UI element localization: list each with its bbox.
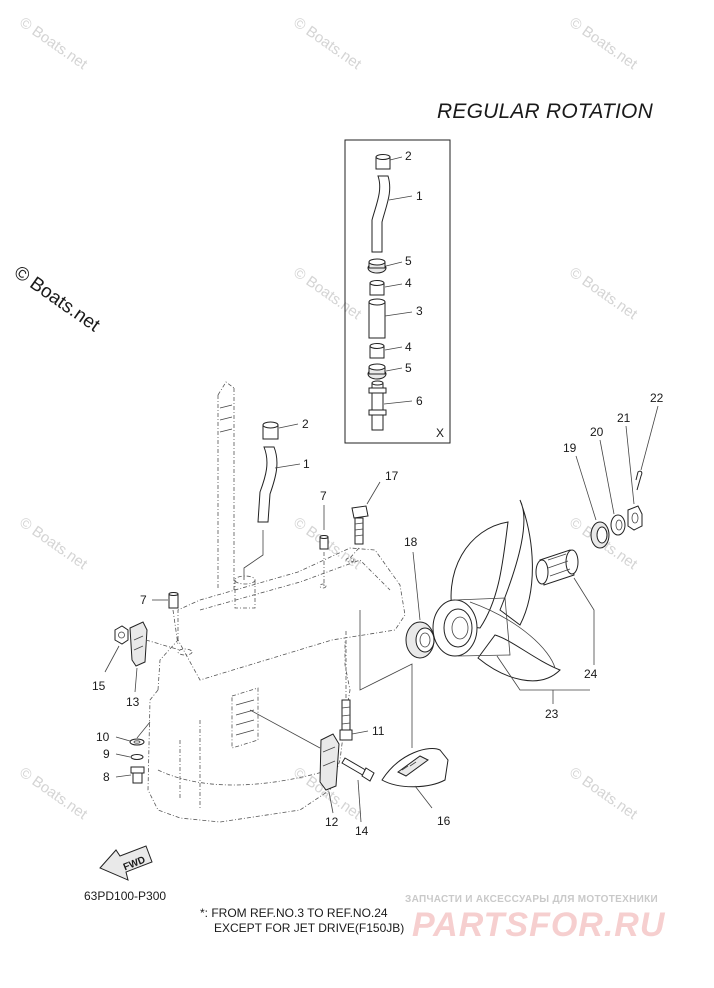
washer-19 [590, 521, 610, 549]
anode-13 [129, 621, 148, 667]
grommet-upper [367, 258, 387, 274]
trim-tab-16 [381, 748, 449, 788]
callout-10: 10 [96, 730, 110, 744]
callout-15: 15 [92, 679, 106, 693]
callout-box-2: 2 [405, 149, 412, 163]
callout-16: 16 [437, 814, 451, 828]
bolt-8 [130, 766, 145, 784]
detail-box-x: X [344, 139, 451, 444]
detail-box-label: X [436, 426, 444, 440]
callout-23: 23 [545, 707, 559, 721]
dowel-pin-upper [319, 535, 329, 550]
diagram-title: REGULAR ROTATION [437, 100, 653, 123]
callout-22: 22 [650, 391, 664, 405]
callout-17: 17 [385, 469, 399, 483]
forward-arrow: FWD [99, 845, 153, 881]
callout-box-5: 5 [405, 254, 412, 268]
callout-1: 1 [303, 457, 310, 471]
callout-11: 11 [372, 724, 385, 738]
callout-box-1: 1 [416, 189, 423, 203]
footnote-line-1: *: FROM REF.NO.3 TO REF.NO.24 [200, 906, 388, 920]
seal-upper [369, 280, 385, 296]
callout-14: 14 [355, 824, 369, 838]
callout-box-5b: 5 [405, 361, 412, 375]
callout-box-3: 3 [416, 304, 423, 318]
callout-18: 18 [404, 535, 418, 549]
nut-15 [114, 625, 129, 645]
callout-7-upper: 7 [320, 489, 327, 503]
cotter-pin-22 [635, 470, 643, 491]
shop-logo[interactable]: PARTSFOR.RU [412, 906, 666, 944]
bolt-11 [339, 699, 353, 741]
callout-21: 21 [617, 411, 631, 425]
footnote-line-2: EXCEPT FOR JET DRIVE(F150JB) [214, 921, 405, 935]
callout-19: 19 [563, 441, 577, 455]
diagram-code: 63PD100-P300 [84, 889, 167, 903]
callout-box-4b: 4 [405, 340, 412, 354]
bolt-17 [351, 505, 369, 545]
grommet-lower [367, 363, 387, 380]
callout-24: 24 [584, 667, 598, 681]
water-tube-cap [375, 154, 391, 170]
callout-box-4: 4 [405, 276, 412, 290]
dowel-pin-lower [168, 592, 179, 609]
water-tube-main [257, 446, 278, 523]
callout-2: 2 [302, 417, 309, 431]
callout-8: 8 [103, 770, 110, 784]
callout-9: 9 [103, 747, 110, 761]
seal-lower [369, 343, 385, 359]
callout-20: 20 [590, 425, 604, 439]
thrust-washer-18 [405, 621, 435, 659]
shop-tagline: ЗАПЧАСТИ И АКСЕССУАРЫ ДЛЯ МОТОТЕХНИКИ [405, 894, 658, 905]
callout-13: 13 [126, 695, 140, 709]
water-pipe [368, 380, 387, 431]
bolt-14 [341, 757, 375, 782]
spacer-24 [535, 549, 579, 586]
callout-7-lower: 7 [140, 593, 147, 607]
water-tube-cap-main [262, 421, 279, 440]
washer-9 [130, 754, 144, 760]
washer-20 [610, 514, 626, 536]
propeller-23 [432, 499, 561, 682]
nut-21 [627, 505, 643, 531]
washer-10 [129, 738, 145, 746]
sleeve [368, 298, 386, 339]
lower-casing-outline [147, 381, 406, 823]
anode-12 [319, 733, 340, 791]
callout-12: 12 [325, 815, 339, 829]
water-tube [371, 175, 391, 253]
callout-box-6: 6 [416, 394, 423, 408]
